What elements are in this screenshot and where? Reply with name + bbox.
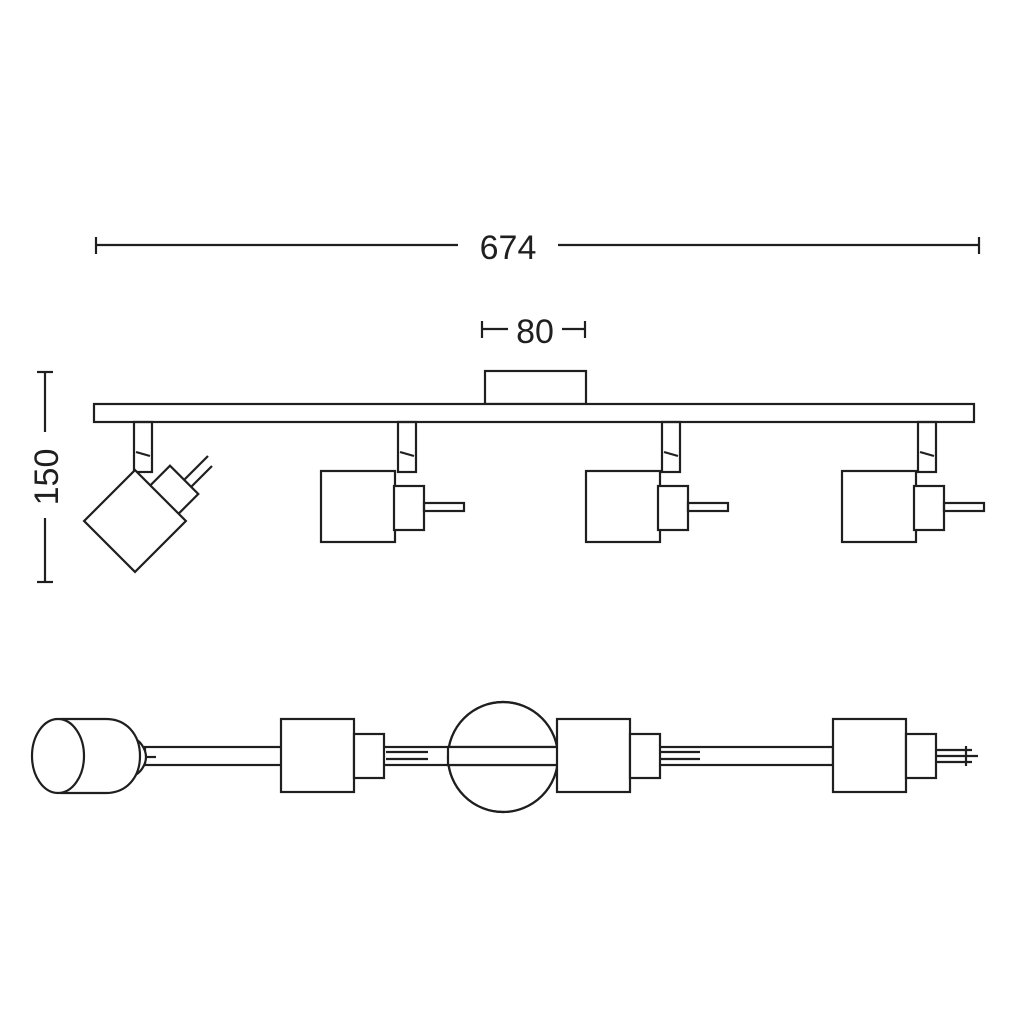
spotlight-3-top [555,717,662,794]
spotlight-1-tilted [82,420,213,574]
dimension-total-length-label: 674 [480,229,537,267]
dimension-height: 150 [28,370,66,584]
front-view [82,369,986,574]
spotlight-1-top [30,717,156,795]
ceiling-canopy [483,369,588,406]
dimension-canopy-width: 80 [480,313,587,351]
spotlight-2-top [279,717,386,794]
mounting-bar [92,402,976,424]
top-view [30,700,978,814]
dimension-total-length: 674 [94,229,981,267]
dimension-canopy-width-label: 80 [516,313,554,351]
spotlight-4-top [831,717,978,794]
dimension-height-label: 150 [28,449,66,506]
spotlight-4 [840,420,986,544]
spotlight-2 [319,420,466,544]
spotlight-3 [584,420,730,544]
